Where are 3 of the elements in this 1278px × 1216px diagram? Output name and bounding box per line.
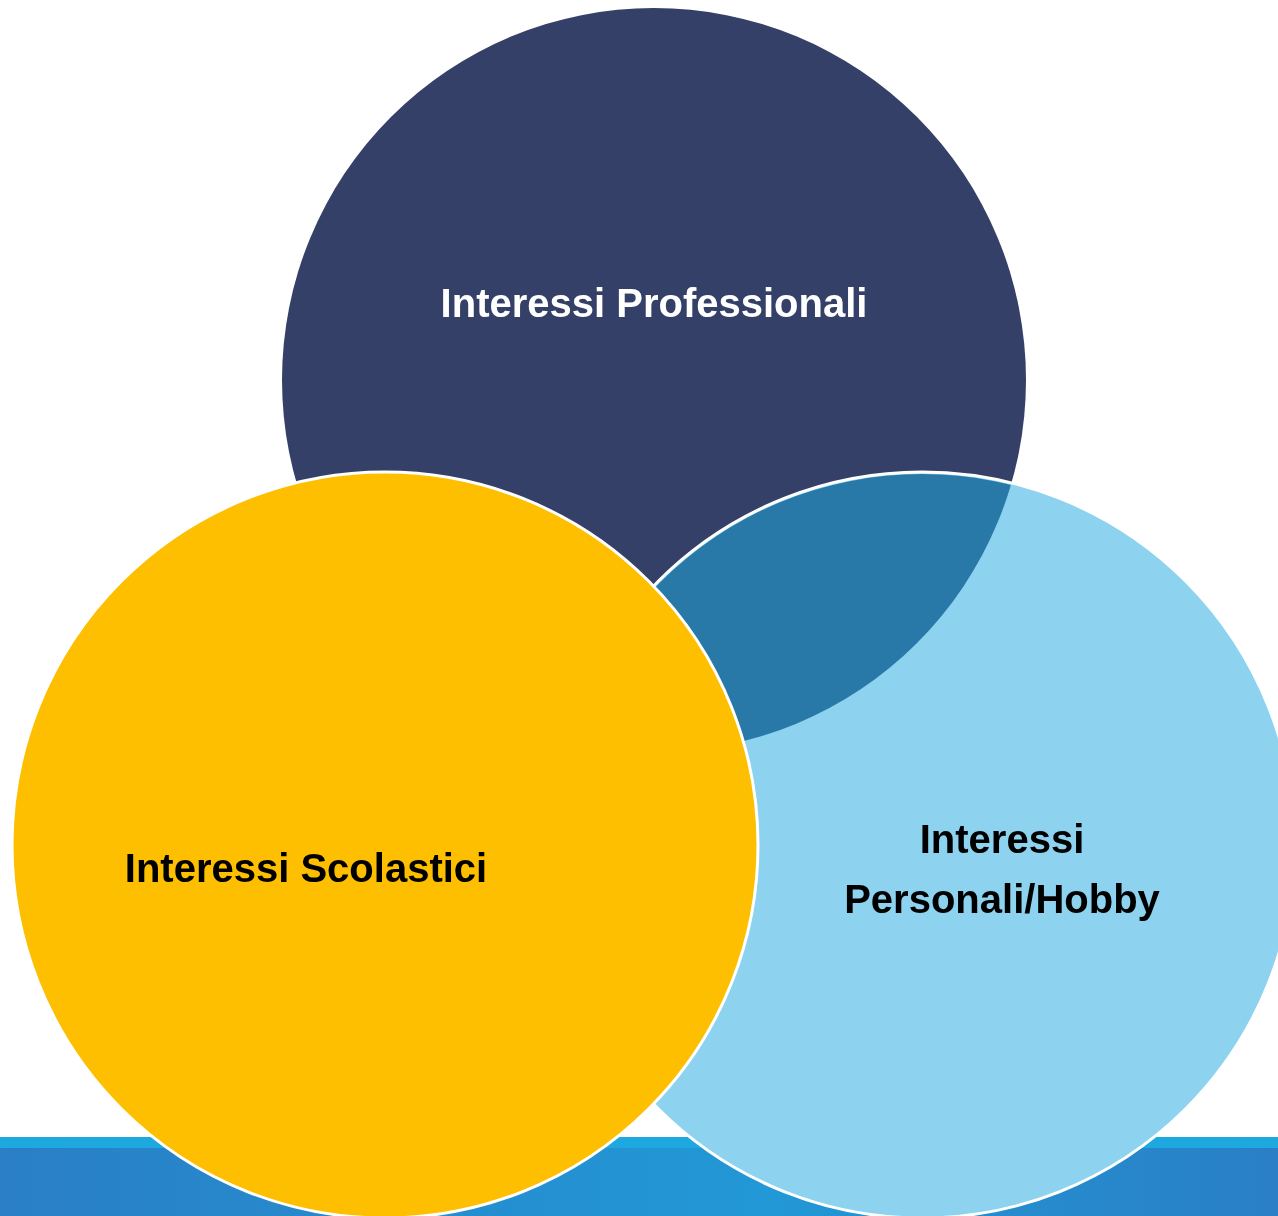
circle-label: Interessi Personali/Hobby <box>843 816 1161 923</box>
circle-label: Interessi Scolastici <box>124 845 488 892</box>
circle-label: Interessi Professionali <box>440 280 868 327</box>
